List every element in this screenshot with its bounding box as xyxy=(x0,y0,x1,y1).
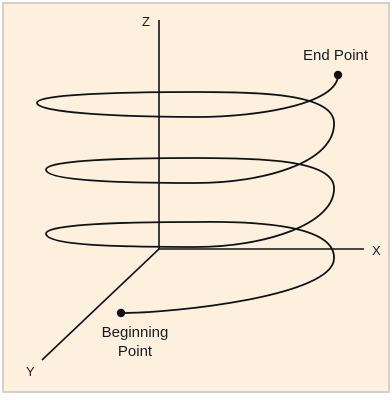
axes xyxy=(41,20,364,361)
helix-curve xyxy=(36,74,339,314)
beginning-point-marker xyxy=(116,308,126,318)
x-axis-label: X xyxy=(372,243,381,258)
beginning-point-label-line1: Beginning xyxy=(102,324,169,341)
beginning-point-label-line2: Point xyxy=(118,343,153,360)
diagram-panel xyxy=(2,2,390,393)
y-axis-label: Y xyxy=(26,364,35,379)
z-axis-label: Z xyxy=(142,14,150,29)
y-axis xyxy=(41,248,160,361)
end-point-label: End Point xyxy=(303,47,369,64)
end-point-marker xyxy=(333,70,343,80)
